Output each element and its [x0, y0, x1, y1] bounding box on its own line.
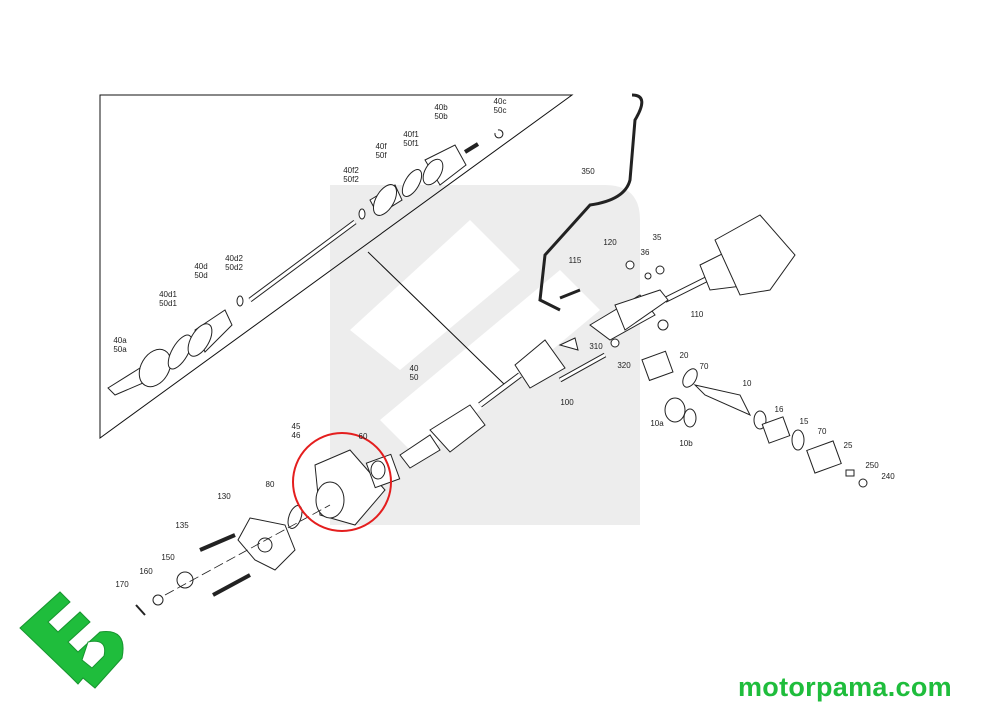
callout-310: 310	[589, 342, 603, 351]
callout-70a: 70	[699, 362, 709, 371]
callout-25: 25	[843, 441, 853, 450]
callout-70b: 70	[817, 427, 827, 436]
callout-40d2-50d2: 40d2 50d2	[225, 254, 243, 272]
callout-250: 250	[865, 461, 879, 470]
callout-170: 170	[115, 580, 129, 589]
callout-16: 16	[774, 405, 784, 414]
callout-240: 240	[881, 472, 895, 481]
callout-45-46: 45 46	[291, 422, 301, 440]
callout-130: 130	[217, 492, 231, 501]
callout-100: 100	[560, 398, 574, 407]
inset-leader-line	[367, 251, 506, 386]
callout-115: 115	[568, 256, 582, 265]
callout-10: 10	[742, 379, 752, 388]
website-watermark: motorpama.com	[738, 672, 952, 702]
callout-40f-50f: 40f 50f	[375, 142, 387, 160]
callout-160: 160	[139, 567, 153, 576]
callout-40f2-50f2: 40f2 50f2	[343, 166, 359, 184]
callout-40d1-50d1: 40d1 50d1	[159, 290, 177, 308]
callout-135: 135	[175, 521, 189, 530]
inset-frame	[99, 94, 574, 439]
callout-35: 35	[652, 233, 662, 242]
callout-150: 150	[161, 553, 175, 562]
inset-parts	[107, 129, 504, 396]
callout-40a-50a: 40a 50a	[113, 336, 127, 354]
callout-40c-50c: 40c 50c	[493, 97, 507, 115]
highlight-circle	[292, 432, 392, 532]
callout-120: 120	[603, 238, 617, 247]
callout-20: 20	[679, 351, 689, 360]
callout-320: 320	[617, 361, 631, 370]
callout-60: 60	[358, 432, 368, 441]
callout-15: 15	[799, 417, 809, 426]
callout-10b: 10b	[679, 439, 693, 448]
callout-80: 80	[265, 480, 275, 489]
callout-40d-50d: 40d 50d	[194, 262, 208, 280]
main-drive-shaft	[399, 93, 868, 488]
knuckle-hub-assembly	[135, 449, 401, 616]
callout-36: 36	[640, 248, 650, 257]
callout-40b-50b: 40b 50b	[434, 103, 448, 121]
mp-logo	[19, 591, 124, 689]
callout-110: 110	[690, 310, 704, 319]
watermark-logo	[330, 185, 640, 525]
callout-10a: 10a	[650, 419, 664, 428]
callout-40f1-50f1: 40f1 50f1	[403, 130, 419, 148]
callout-350: 350	[581, 167, 595, 176]
callout-40-50: 40 50	[409, 364, 419, 382]
